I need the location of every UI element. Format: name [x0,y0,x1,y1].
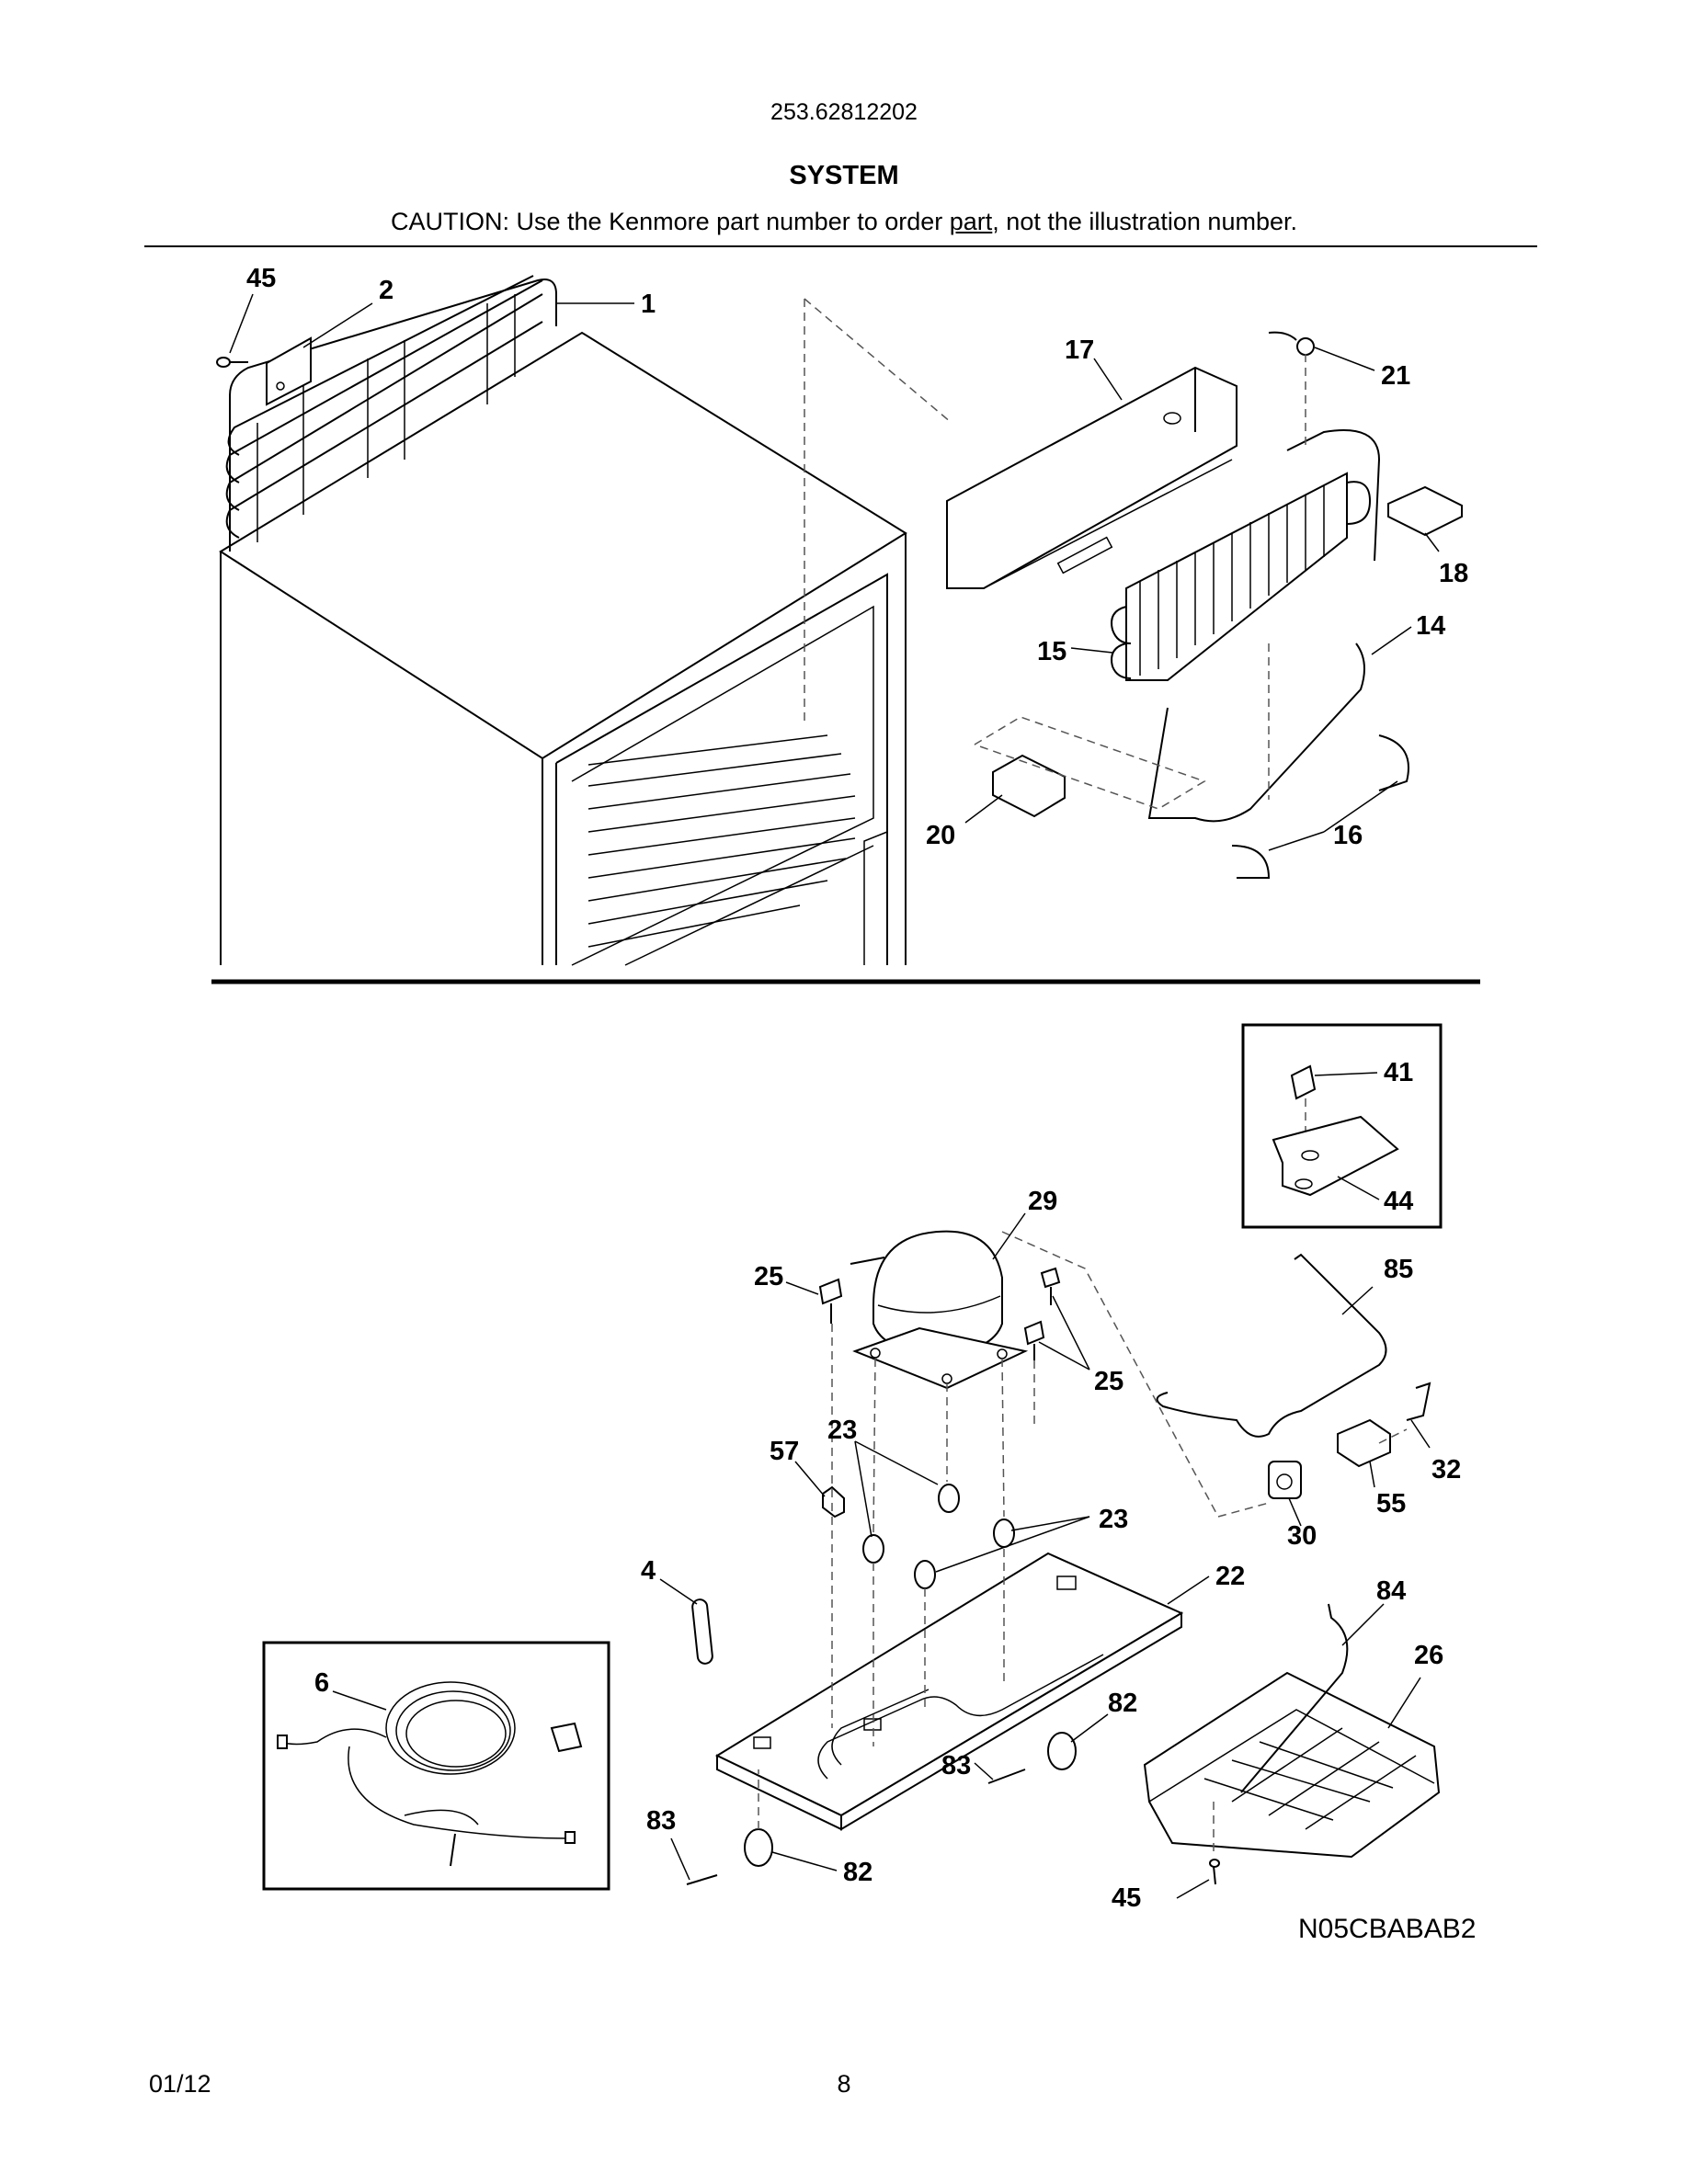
callout-41: 41 [1384,1058,1413,1087]
callout-22: 22 [1215,1562,1245,1591]
defrost-heater [1147,643,1365,823]
callout-45-bottom: 45 [1112,1883,1141,1913]
callout-83-right: 83 [941,1751,971,1780]
grommets [862,1484,1015,1589]
callout-85: 85 [1384,1255,1413,1284]
clip-57 [822,1485,845,1519]
callout-16: 16 [1333,821,1363,850]
leader-lines-bottom [332,1072,1431,1899]
leader-lines-top [229,293,1440,851]
callout-32: 32 [1431,1455,1461,1484]
insulation-block [992,754,1066,818]
callout-26: 26 [1414,1641,1443,1670]
callout-30: 30 [1287,1521,1317,1551]
drain-pan [1143,1671,1441,1859]
inset-box-power-cord [262,1641,610,1891]
callout-29: 29 [1028,1187,1057,1216]
compressor [850,1230,1029,1390]
caution-prefix: CAUTION: Use the Kenmore part number to … [391,208,950,235]
callout-23-bottom: 23 [1099,1505,1128,1534]
mounts-82 [744,1732,1077,1867]
filter-drier [691,1598,713,1665]
callout-20: 20 [926,821,955,850]
callout-17: 17 [1065,336,1094,365]
callout-23-top: 23 [827,1416,857,1445]
condenser-coil [225,275,557,552]
relay-cover [1406,1382,1431,1421]
screws-83 [686,1769,1026,1885]
start-relay [1268,1461,1302,1499]
coil-bracket [266,336,312,406]
callout-57: 57 [770,1437,799,1466]
callout-84: 84 [1376,1576,1406,1606]
screw-45-bottom [1209,1859,1220,1885]
heater-clips [1231,734,1409,879]
caution-text: CAUTION: Use the Kenmore part number to … [0,208,1688,236]
callout-82-bottom: 82 [843,1858,873,1887]
callout-4: 4 [641,1556,656,1586]
callout-55: 55 [1376,1489,1406,1519]
condenser-tube [1156,1253,1387,1438]
drain-pan-grid [1203,1727,1417,1830]
model-number: 253.62812202 [770,99,918,125]
callout-21: 21 [1381,361,1410,391]
page-number: 8 [837,2070,851,2098]
callout-25-right: 25 [1094,1367,1123,1396]
callout-6: 6 [314,1668,329,1698]
thermistor [1268,331,1315,356]
defrost-terminator [1387,485,1463,537]
callout-18: 18 [1439,559,1468,588]
compressor-base-plate [714,1552,1184,1831]
inset-box-bracket [1241,1023,1443,1229]
diagram-code: N05CBABAB2 [1298,1914,1477,1944]
section-title: SYSTEM [789,161,899,190]
overload-protector [1337,1418,1391,1468]
footer-date: 01/12 [149,2070,211,2098]
callout-1: 1 [641,290,656,319]
evaporator-cover [946,366,1237,589]
callout-25-left: 25 [754,1262,783,1291]
callout-44: 44 [1384,1187,1413,1216]
freezer-grille [587,734,856,948]
compressor-bolts [818,1267,1061,1360]
screw-45-top [216,357,248,368]
callout-45: 45 [246,264,276,293]
evaporator [1111,429,1381,681]
callout-83-left: 83 [646,1806,676,1836]
callout-14: 14 [1416,611,1445,641]
callout-15: 15 [1037,637,1066,666]
callout-82-top: 82 [1108,1689,1137,1718]
caution-underlined: part [949,208,993,235]
evaporator-fins [1139,485,1325,676]
caution-suffix: , not the illustration number. [992,208,1297,235]
callout-2: 2 [379,276,393,305]
refrigerator-cabinet [219,331,907,966]
